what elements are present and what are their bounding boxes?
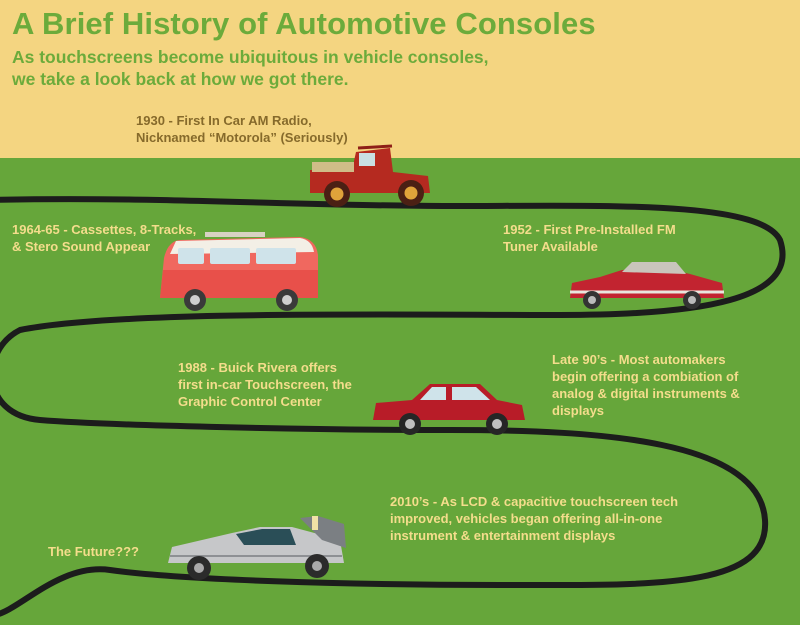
milestone-text-line: Late 90’s - Most automakers [552,352,726,367]
milestone-2010s-label: 2010’s - As LCD & capacitive touchscreen… [390,493,678,544]
subtitle-line: we take a look back at how we got there. [12,69,349,89]
page-title: A Brief History of Automotive Consoles [12,6,596,41]
milestone-text-line: Graphic Control Center [178,394,322,409]
delorean-time-machine [168,516,346,580]
milestone-1952-label: 1952 - First Pre-Installed FM Tuner Avai… [503,221,676,255]
page-subtitle: As touchscreens become ubiquitous in veh… [12,46,489,90]
milestone-1988-label: 1988 - Buick Rivera offers first in-car … [178,359,352,410]
milestone-text-line: 1964-65 - Cassettes, 8-Tracks, [12,222,197,237]
milestone-text-line: first in-car Touchscreen, the [178,377,352,392]
milestone-text-line: The Future??? [48,544,139,559]
milestone-text-line: begin offering a combiation of [552,369,739,384]
subtitle-line: As touchscreens become ubiquitous in veh… [12,47,489,67]
milestone-1930-label: 1930 - First In Car AM Radio, Nicknamed … [136,112,348,146]
milestone-text-line: 1988 - Buick Rivera offers [178,360,337,375]
milestone-text-line: Tuner Available [503,239,598,254]
milestone-text-line: improved, vehicles began offering all-in… [390,511,663,526]
vintage-pickup-truck [310,144,430,207]
milestone-1964-label: 1964-65 - Cassettes, 8-Tracks, & Stero S… [12,221,196,255]
milestone-text-line: displays [552,403,605,418]
sky-background [0,0,800,158]
1950s-convertible [570,262,724,309]
milestone-text-line: & Stero Sound Appear [12,239,151,254]
milestone-late90s-label: Late 90’s - Most automakers begin offeri… [552,351,740,419]
milestone-text-line: 1930 - First In Car AM Radio, [136,113,312,128]
winding-road [0,196,786,617]
milestone-text-line: instrument & entertainment displays [390,528,616,543]
milestone-text-line: 2010’s - As LCD & capacitive touchscreen… [390,494,679,509]
milestone-text-line: Nicknamed “Motorola” (Seriously) [136,130,348,145]
sedan-buick [373,384,525,435]
milestone-future-label: The Future??? [48,543,139,560]
vw-camper-van [160,232,318,311]
milestone-text-line: analog & digital instruments & [552,386,740,401]
milestone-text-line: 1952 - First Pre-Installed FM [503,222,676,237]
